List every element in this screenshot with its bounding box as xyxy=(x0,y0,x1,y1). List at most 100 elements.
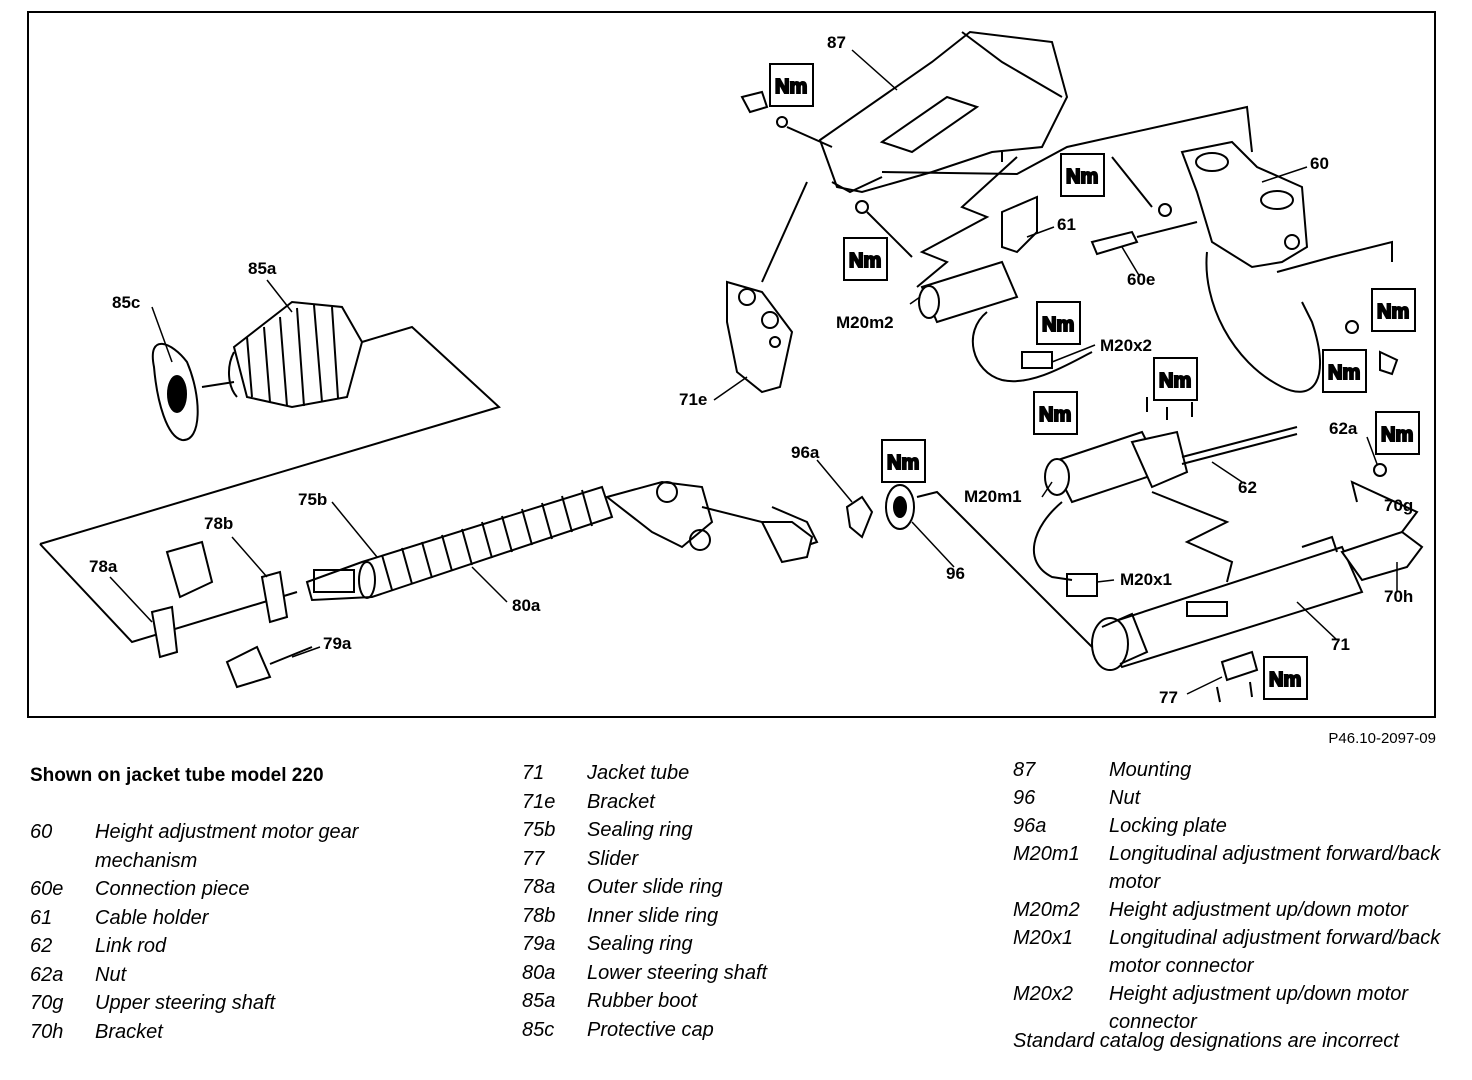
callout-61: 61 xyxy=(1057,215,1076,234)
legend-description: Height adjustment motor gear mechanism xyxy=(95,821,359,872)
legend-entry: 78b Inner slide ring xyxy=(522,902,907,931)
slider-part xyxy=(1216,650,1259,703)
legend-description: Nut xyxy=(1109,787,1141,809)
torque-label: Nm xyxy=(1377,301,1409,323)
legend-code: 60e xyxy=(30,878,64,900)
jacket-tube-part xyxy=(1091,480,1424,671)
callout-77: 77 xyxy=(1159,688,1178,707)
legend-code: 87 xyxy=(1013,759,1036,781)
legend-entry: 62a Nut xyxy=(30,961,425,990)
legend-code: 85c xyxy=(522,1018,555,1041)
legend-description: Outer slide ring xyxy=(587,876,723,898)
legend-entry: 60e Connection piece xyxy=(30,875,425,904)
connection-piece-part xyxy=(1090,221,1198,256)
torque-label: Nm xyxy=(849,250,881,272)
legend-description: Protective cap xyxy=(587,1018,714,1041)
legend-heading: Shown on jacket tube model 220 xyxy=(30,765,324,786)
callout-71e: 71e xyxy=(679,390,707,409)
torque-label: Nm xyxy=(1042,314,1074,336)
callout-70g: 70g xyxy=(1384,496,1413,515)
legend-footnote: Standard catalog designations are incorr… xyxy=(1013,1030,1399,1052)
legend-description: Upper steering shaft xyxy=(95,992,276,1014)
cable-holder-part xyxy=(1001,195,1038,254)
legend-description: Height adjustment up/down motor connecto… xyxy=(1109,983,1409,1033)
legend-description: Nut xyxy=(95,963,127,986)
callout-m20m2: M20m2 xyxy=(836,313,894,332)
callout-75b: 75b xyxy=(298,490,327,509)
figure-code: P46.10-2097-09 xyxy=(1328,730,1436,747)
legend-description: Slider xyxy=(587,847,639,870)
legend-entry: 96a Locking plate xyxy=(1013,812,1454,840)
legend-code: 78a xyxy=(522,876,556,898)
legend-entry: 85c Protective cap xyxy=(522,1016,907,1045)
motor-m20m2-part xyxy=(918,260,1093,383)
legend-description: Link rod xyxy=(95,935,167,957)
torque-label: Nm xyxy=(1269,669,1301,691)
legend-code: 75b xyxy=(522,819,556,841)
torque-label: Nm xyxy=(1039,404,1071,426)
torque-label: Nm xyxy=(1381,424,1413,446)
legend-code: 62a xyxy=(30,963,64,986)
legend-code: 96a xyxy=(1013,815,1047,837)
callout-71: 71 xyxy=(1331,635,1350,654)
legend-description: Longitudinal adjustment forward/back mot… xyxy=(1109,843,1441,893)
legend-entry: 96 Nut xyxy=(1013,784,1454,812)
legend-code: 62 xyxy=(30,935,53,957)
callout-80a: 80a xyxy=(512,596,541,615)
legend-code: 60 xyxy=(30,821,53,843)
legend-description: Connection piece xyxy=(95,878,250,900)
legend-code: M20m1 xyxy=(1013,843,1080,865)
legend-entry: 70g Upper steering shaft xyxy=(30,989,425,1018)
callout-85c: 85c xyxy=(112,293,140,312)
legend-description: Bracket xyxy=(95,1020,163,1043)
legend-entry: 62 Link rod xyxy=(30,932,425,961)
legend-description: Sealing ring xyxy=(587,819,693,841)
callout-62a: 62a xyxy=(1329,419,1358,438)
slide-ring-parts xyxy=(150,540,313,689)
legend-code: 80a xyxy=(522,961,556,984)
callout-96a: 96a xyxy=(791,443,820,462)
legend-entry: 75b Sealing ring xyxy=(522,816,907,845)
callout-78b: 78b xyxy=(204,514,233,533)
locking-plate-nut-parts xyxy=(845,484,915,539)
legend-code: 78b xyxy=(522,904,556,927)
legend-code: 77 xyxy=(522,847,545,870)
legend-code: 70g xyxy=(30,992,64,1014)
callout-labels: 87 60 61 60e 85a 85c 71e M20m2 M20x2 96a… xyxy=(89,33,1413,707)
legend-code: 70h xyxy=(30,1020,64,1043)
legend-entry: 77 Slider xyxy=(522,845,907,874)
gear-mechanism-part xyxy=(1180,140,1321,393)
legend-entry: 80a Lower steering shaft xyxy=(522,959,907,988)
torque-label: Nm xyxy=(1066,166,1098,188)
exploded-diagram: Nm Nm Nm Nm Nm Nm Nm Nm Nm Nm Nm 87 60 xyxy=(27,11,1436,718)
legend-description: Locking plate xyxy=(1109,815,1227,837)
torque-label: Nm xyxy=(775,76,807,98)
legend-code: 96 xyxy=(1013,787,1036,809)
callout-70h: 70h xyxy=(1384,587,1413,606)
legend-code: 71e xyxy=(522,790,556,813)
legend-description: Longitudinal adjustment forward/back mot… xyxy=(1109,927,1441,977)
legend-description: Cable holder xyxy=(95,906,209,929)
legend-description: Inner slide ring xyxy=(587,904,719,927)
legend-description: Height adjustment up/down motor xyxy=(1109,899,1409,921)
rubber-boot-part xyxy=(201,300,364,409)
motor-m20m1-part xyxy=(1033,426,1298,597)
legend-description: Rubber boot xyxy=(587,990,698,1012)
legend-description: Lower steering shaft xyxy=(587,961,768,984)
callout-87: 87 xyxy=(827,33,846,52)
callout-m20x1: M20x1 xyxy=(1120,570,1172,589)
callout-79a: 79a xyxy=(323,634,352,653)
leader-lines xyxy=(109,49,1398,695)
callout-60e: 60e xyxy=(1127,270,1155,289)
legend-code: 71 xyxy=(522,762,545,784)
callout-m20x2: M20x2 xyxy=(1100,336,1152,355)
